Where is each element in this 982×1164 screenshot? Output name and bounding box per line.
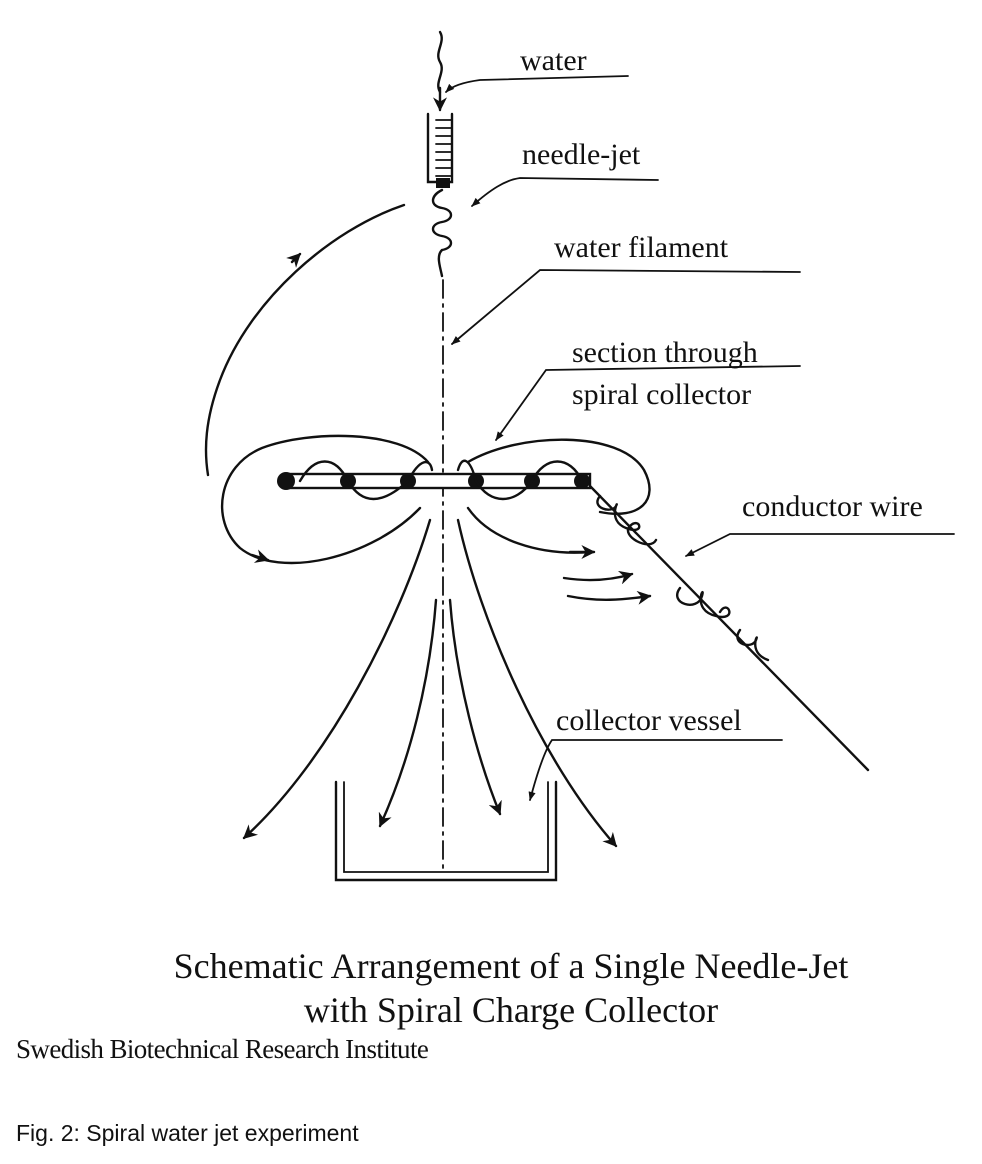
- leader-spiral-collector: [495, 365, 801, 441]
- figure-label: Fig. 2: Spiral water jet experiment: [16, 1120, 359, 1146]
- stream-far-left: [242, 518, 432, 840]
- collector-vessel: [334, 780, 558, 882]
- water-inflow-squiggle: [437, 30, 443, 94]
- label-water: water: [520, 44, 587, 77]
- conductor-wire-spiral: [596, 494, 770, 662]
- leader-collector-vessel: [528, 739, 783, 801]
- field-loop-left-outer: [204, 203, 406, 477]
- leader-needle-jet: [471, 177, 659, 207]
- field-loop-left-inner: [220, 434, 430, 565]
- field-loop-right-top: [466, 438, 651, 515]
- needle-spiral: [431, 188, 453, 278]
- leader-water-filament: [451, 269, 801, 345]
- source-institute: Swedish Biotechnical Research Institute: [16, 1034, 429, 1064]
- label-collector-vessel: collector vessel: [556, 704, 742, 737]
- label-needle-jet: needle-jet: [522, 138, 641, 171]
- stream-mid-left: [378, 598, 438, 828]
- field-loop-left-outer-arrow: [286, 252, 302, 268]
- spiral-collector-bar: [277, 459, 592, 501]
- leader-water: [445, 75, 629, 93]
- field-loop-left-inner-arrow: [250, 549, 270, 563]
- leader-conductor-wire: [685, 533, 955, 557]
- schematic-diagram: water needle-jet water filament section …: [204, 30, 955, 882]
- label-section-line1: section through: [572, 336, 758, 369]
- label-conductor-wire: conductor wire: [742, 490, 923, 523]
- wire-field-line-1: [562, 570, 634, 585]
- needle-jet-body: [426, 112, 454, 188]
- label-section-line2: spiral collector: [572, 378, 751, 411]
- conductor-wire-line: [588, 484, 870, 772]
- caption-line-1: Schematic Arrangement of a Single Needle…: [173, 946, 849, 986]
- stream-far-right: [456, 518, 618, 848]
- wire-field-line-2: [566, 590, 652, 605]
- caption-line-2: with Spiral Charge Collector: [303, 990, 719, 1030]
- field-loop-right-bottom: [466, 506, 592, 554]
- stream-mid-right: [448, 598, 502, 816]
- label-water-filament: water filament: [554, 231, 729, 264]
